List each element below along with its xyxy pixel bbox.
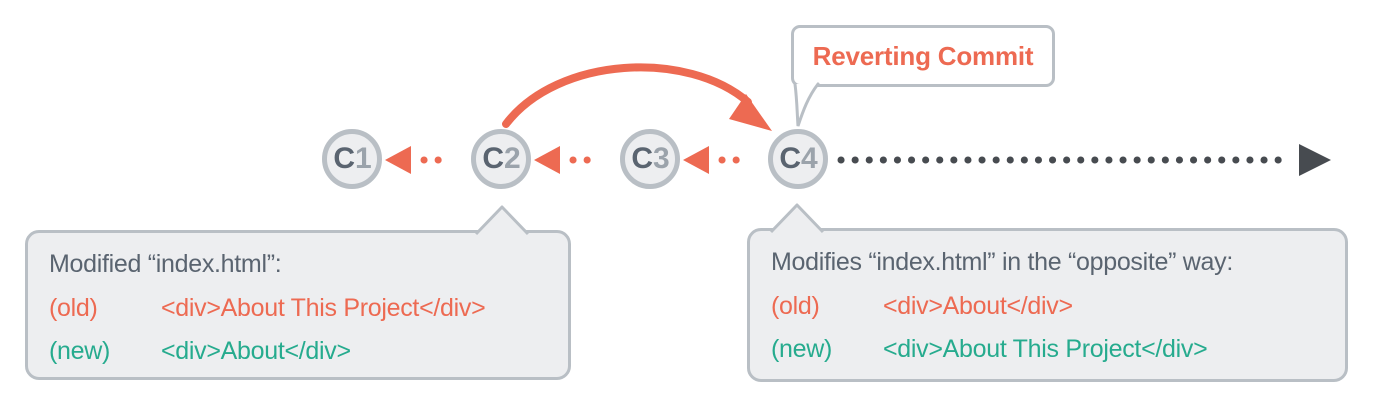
commit-number: 4 <box>800 142 818 175</box>
old-code: <div>About This Project</div> <box>161 294 486 322</box>
commit-number: 3 <box>652 142 670 175</box>
old-line: (old) <div>About</div> <box>771 285 1337 328</box>
revert-arc-arrow <box>502 63 772 131</box>
reverting-commit-callout: Reverting Commit <box>791 25 1055 87</box>
callout-label: Reverting Commit <box>812 40 1034 71</box>
new-code: <div>About This Project</div> <box>883 335 1208 363</box>
note-title: Modified “index.html”: <box>49 250 282 278</box>
old-code: <div>About</div> <box>883 292 1073 320</box>
new-line: (new) <div>About</div> <box>49 330 560 373</box>
commit-label: C <box>482 142 504 175</box>
old-label: (old) <box>771 292 820 320</box>
parent-arrow-c4-c3 <box>683 146 754 174</box>
future-history-arrow <box>837 144 1331 176</box>
commit-number: 2 <box>503 142 521 175</box>
commit-label: C <box>631 142 653 175</box>
left-arrowhead-icon <box>385 146 411 174</box>
note-title: Modifies “index.html” in the “opposite” … <box>771 248 1233 276</box>
commit-label: C <box>333 142 355 175</box>
new-code: <div>About</div> <box>161 337 351 365</box>
note-c4-modification: Modifies “index.html” in the “opposite” … <box>747 228 1348 382</box>
old-label: (old) <box>49 294 98 322</box>
right-arrowhead-icon <box>1299 144 1331 176</box>
commit-label: C <box>779 142 801 175</box>
commit-number: 1 <box>354 142 372 175</box>
new-label: (new) <box>49 337 111 365</box>
new-line: (new) <div>About This Project</div> <box>771 328 1337 371</box>
arc-line <box>502 63 752 128</box>
old-line: (old) <div>About This Project</div> <box>49 287 560 330</box>
left-arrowhead-icon <box>534 146 560 174</box>
left-arrowhead-icon <box>683 146 709 174</box>
parent-arrow-c2-c1 <box>385 146 456 174</box>
arc-arrowhead-icon <box>729 94 772 131</box>
new-label: (new) <box>771 335 833 363</box>
parent-arrow-c3-c2 <box>534 146 605 174</box>
callout-tail <box>793 82 820 127</box>
note-c2-modification: Modified “index.html”: (old) <div>About … <box>25 230 571 380</box>
